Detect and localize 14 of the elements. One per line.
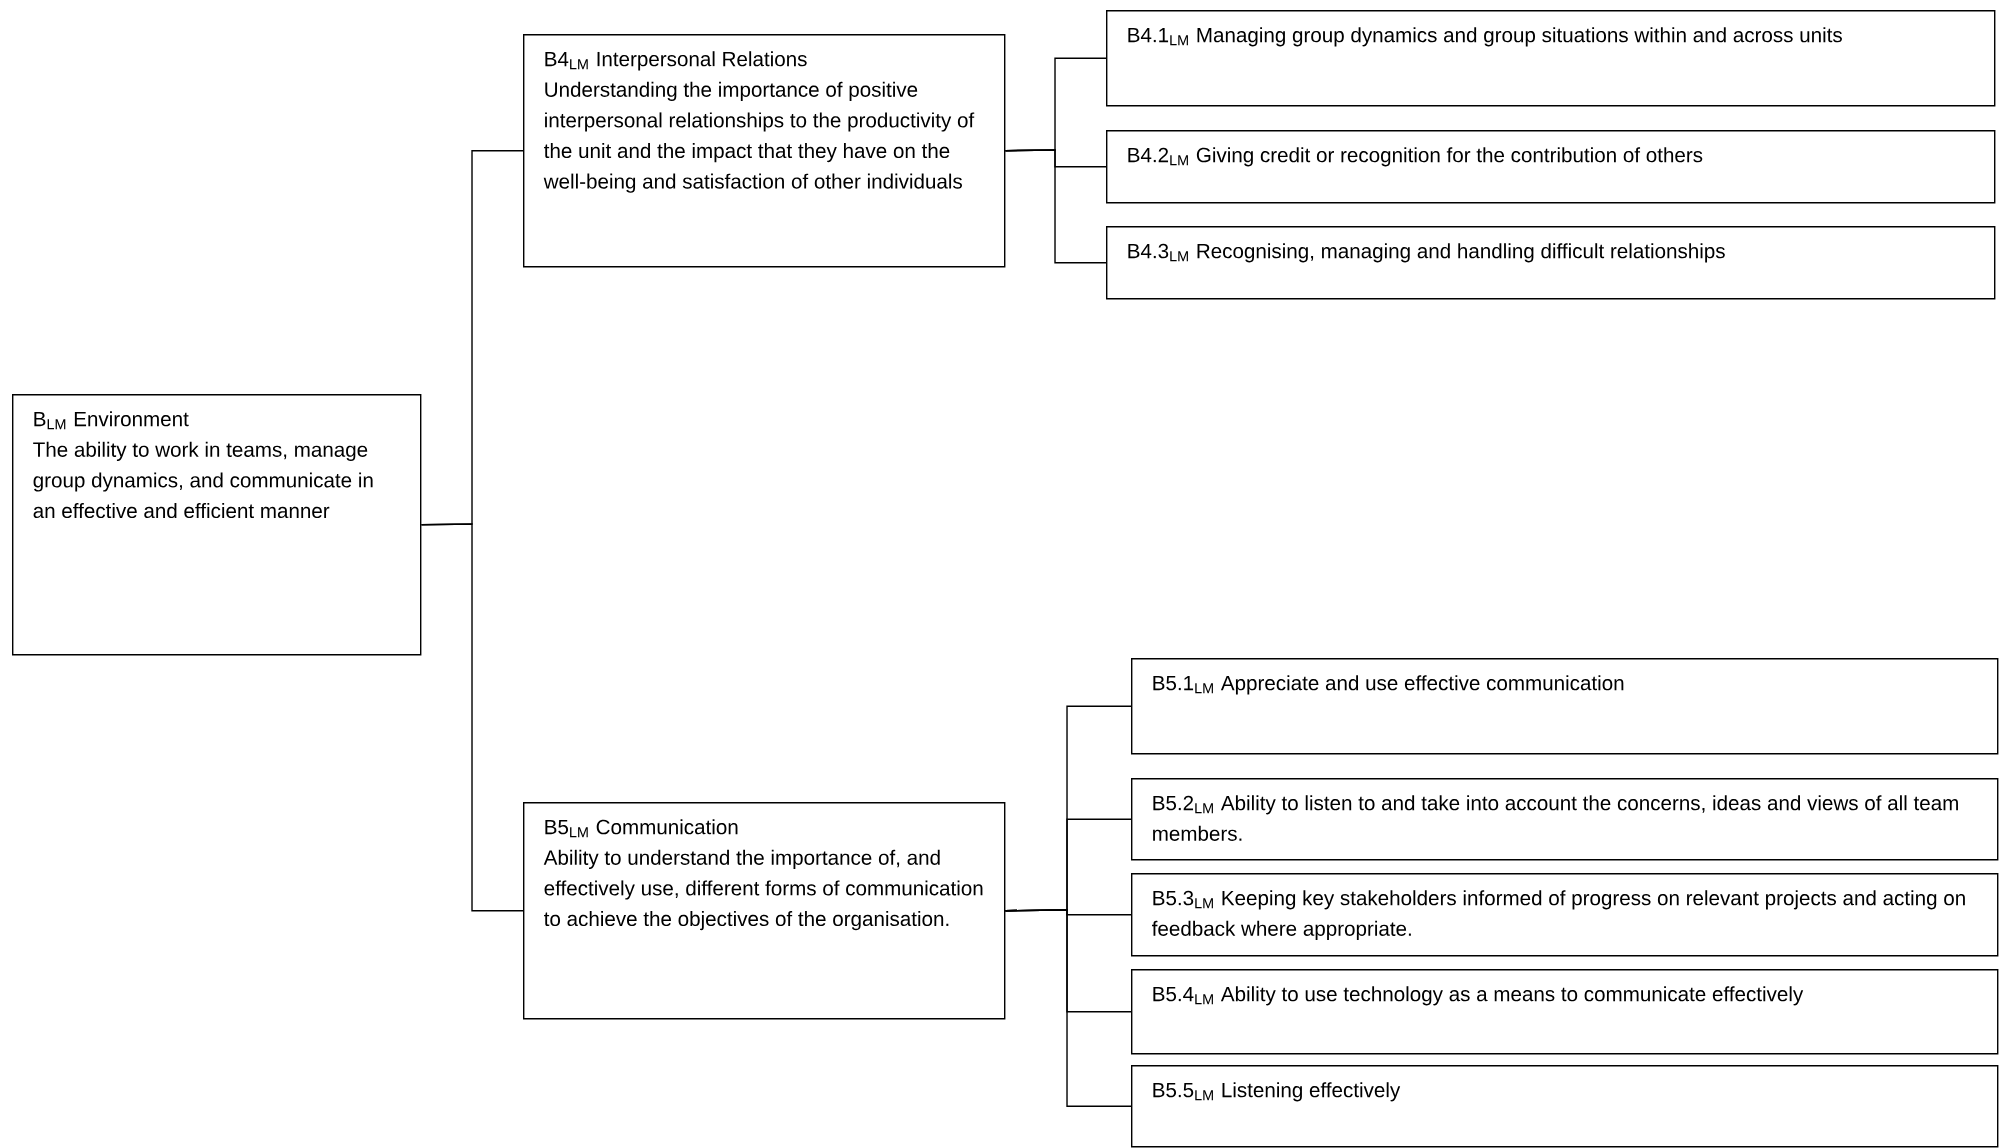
text-box: B5$_{LM}$ Communication Ability to understand the importance of, and effectively use, different forms of communication to achieve the objectives of the organisation. [523, 802, 1006, 1020]
connector-line [1004, 149, 1107, 264]
text-box: B5.3$_{LM}$ Keeping key stakeholders informed of progress on relevant projects and acting on feedback where appropriate. [1131, 873, 1999, 957]
text-box: B$_{LM}$ Environment The ability to work in teams, manage group dynamics, and communicate in an effective and efficient manner [12, 394, 422, 656]
text-box: B5.4$_{LM}$ Ability to use technology as a means to communicate effectively [1131, 969, 1999, 1055]
connector-line [1004, 909, 1132, 1107]
connector-line [420, 523, 524, 912]
text-box: B4.3$_{LM}$ Recognising, managing and handling difficult relationships [1106, 226, 1996, 300]
text-box: B5.5$_{LM}$ Listening effectively [1131, 1065, 1999, 1148]
text-box: B4.2$_{LM}$ Giving credit or recognition for the contribution of others [1106, 130, 1996, 204]
text-box: B4.1$_{LM}$ Managing group dynamics and group situations within and across units [1106, 10, 1996, 107]
text-box: B4$_{LM}$ Interpersonal Relations Understanding the importance of positive interpersonal relationships to the productivity of the unit and the impact that they have on the well-being and satisfaction of other individuals [523, 34, 1006, 268]
text-box: B5.2$_{LM}$ Ability to listen to and take into account the concerns, ideas and views of all team members. [1131, 778, 1999, 861]
text-box: B5.1$_{LM}$ Appreciate and use effective communication [1131, 658, 1999, 755]
